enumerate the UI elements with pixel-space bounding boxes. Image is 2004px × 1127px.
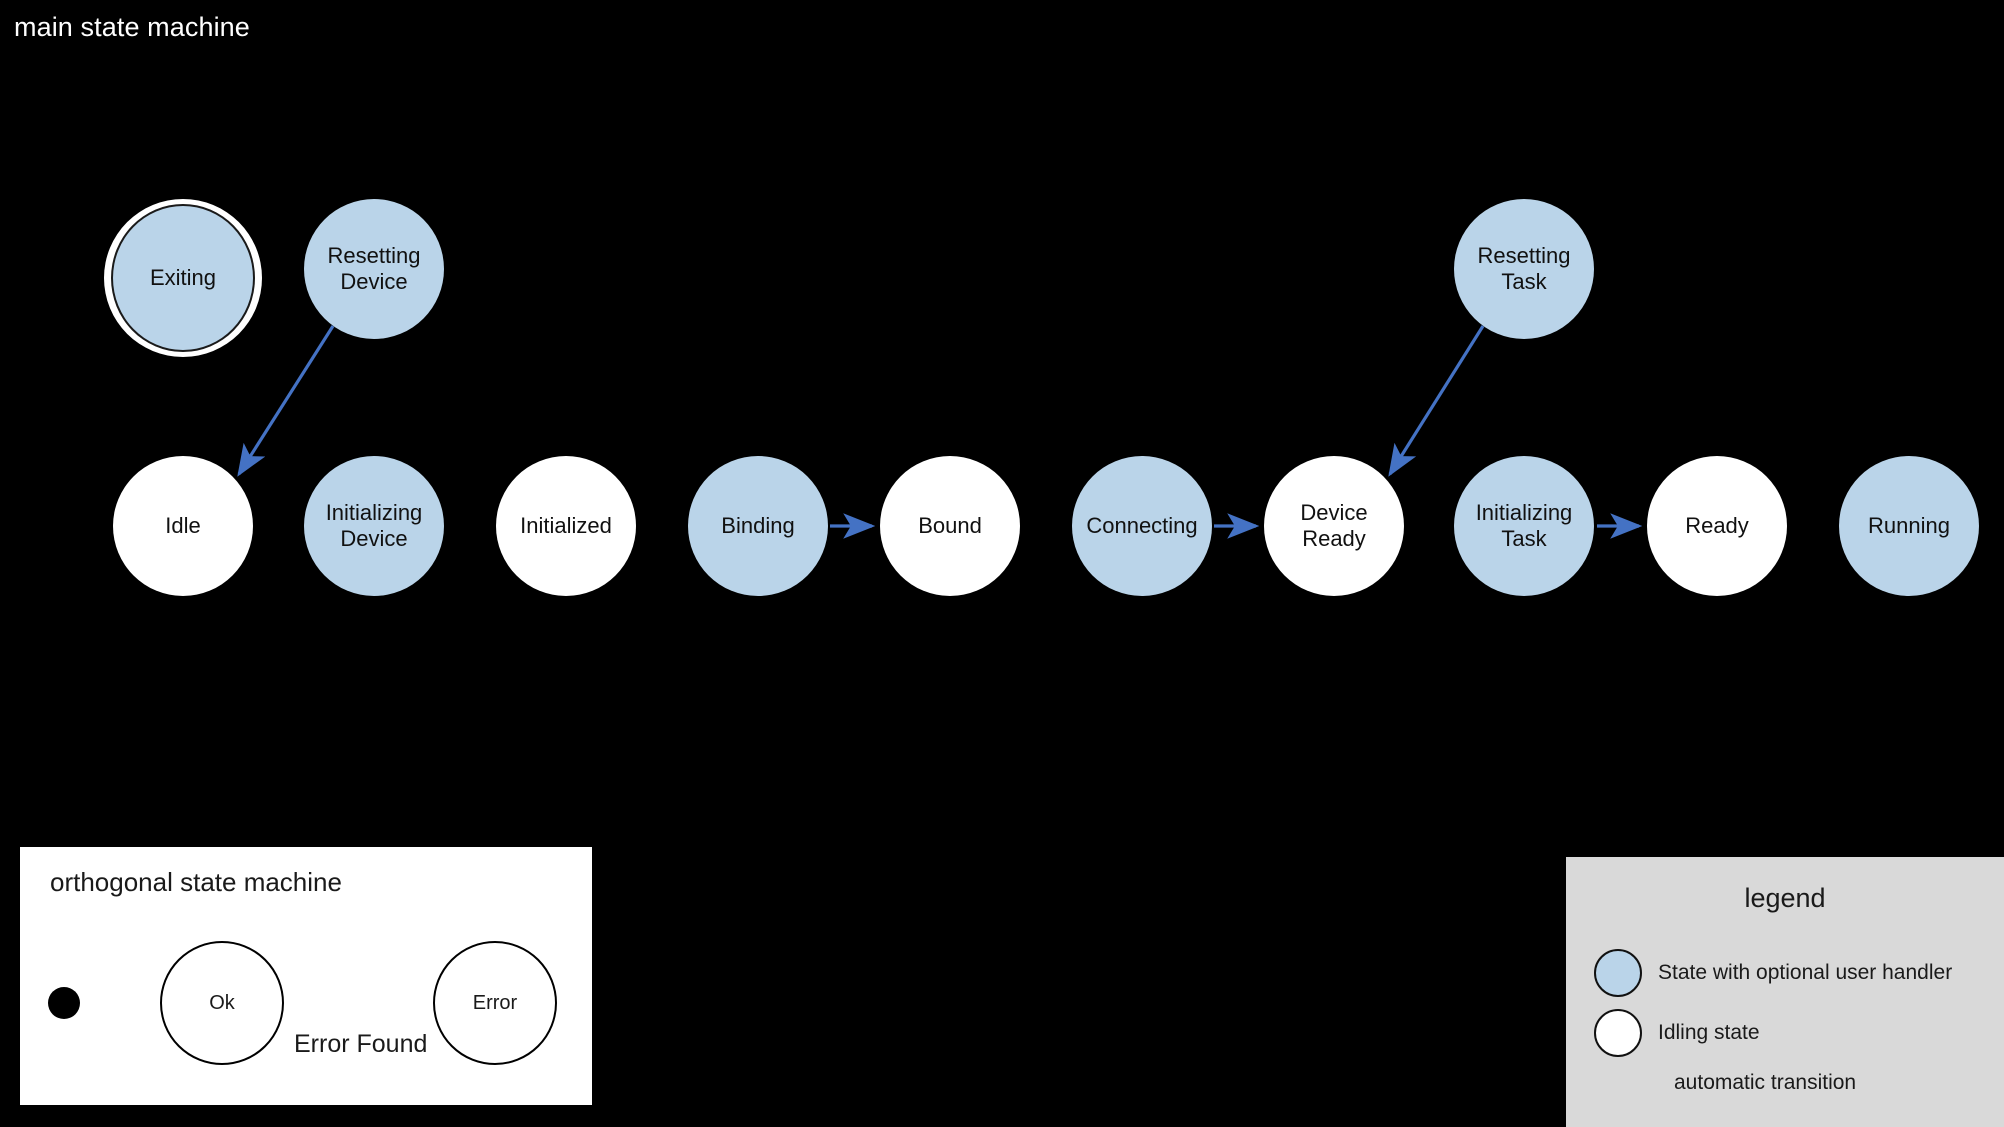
state-node-binding[interactable]: Binding	[688, 456, 828, 596]
legend-title: legend	[1744, 883, 1826, 913]
state-label-ortho-error: Error	[472, 991, 518, 1014]
legend-item-automatic-transition: automatic transition	[1594, 1071, 1856, 1095]
state-label-connecting: Connecting	[1086, 513, 1198, 538]
state-node-ortho-ok[interactable]: Ok	[160, 941, 284, 1065]
state-node-device-ready[interactable]: Device Ready	[1264, 456, 1404, 596]
state-node-resetting-device[interactable]: Resetting Device	[304, 199, 444, 339]
state-node-ortho-error[interactable]: Error	[433, 941, 557, 1065]
legend-label-user-handler: State with optional user handler	[1658, 961, 1953, 984]
state-label-initializing-device: Initializing Device	[325, 500, 423, 551]
state-node-bound[interactable]: Bound	[880, 456, 1020, 596]
state-label-device-ready: Device Ready	[1300, 500, 1368, 551]
state-label-initializing-task: Initializing Task	[1475, 500, 1573, 551]
state-node-exiting-inner: Exiting	[111, 204, 255, 352]
state-label-resetting-task: Resetting Task	[1477, 243, 1571, 294]
state-label-binding: Binding	[721, 513, 795, 538]
state-label-running: Running	[1868, 513, 1950, 538]
legend-item-idling: Idling state	[1594, 1009, 1760, 1057]
state-node-initializing-task[interactable]: Initializing Task	[1454, 456, 1594, 596]
state-label-bound: Bound	[918, 513, 982, 538]
state-label-initialized: Initialized	[520, 513, 612, 538]
state-node-resetting-task[interactable]: Resetting Task	[1454, 199, 1594, 339]
state-node-idle[interactable]: Idle	[113, 456, 253, 596]
legend-item-user-handler: State with optional user handler	[1594, 949, 1952, 997]
legend-label-automatic-transition: automatic transition	[1674, 1071, 1857, 1094]
initial-state-marker	[48, 987, 80, 1019]
state-label-resetting-device: Resetting Device	[327, 243, 421, 294]
state-label-idle: Idle	[165, 513, 201, 538]
state-node-initialized[interactable]: Initialized	[496, 456, 636, 596]
page-title: main state machine	[14, 12, 250, 42]
legend-label-idling: Idling state	[1658, 1021, 1760, 1044]
orthogonal-state-machine-panel: orthogonal state machine Ok Error Error …	[20, 847, 592, 1105]
state-label-ready: Ready	[1685, 513, 1749, 538]
state-node-initializing-device[interactable]: Initializing Device	[304, 456, 444, 596]
legend-panel: legend State with optional user handler …	[1566, 857, 2004, 1127]
left-arrow-icon-slot	[1594, 1073, 1658, 1093]
transition-resetting-device-to-idle	[237, 325, 335, 477]
orthogonal-panel-title: orthogonal state machine	[50, 867, 342, 897]
state-label-ortho-ok: Ok	[209, 991, 235, 1014]
transition-resetting-task-to-device-ready	[1388, 325, 1485, 477]
state-label-exiting: Exiting	[149, 265, 217, 290]
white-circle-icon	[1594, 1009, 1642, 1057]
blue-circle-icon	[1594, 949, 1642, 997]
state-node-connecting[interactable]: Connecting	[1072, 456, 1212, 596]
transition-label-error-found: Error Found	[294, 1030, 428, 1058]
state-node-ready[interactable]: Ready	[1647, 456, 1787, 596]
state-node-exiting[interactable]: Exiting	[104, 199, 262, 357]
state-node-running[interactable]: Running	[1839, 456, 1979, 596]
